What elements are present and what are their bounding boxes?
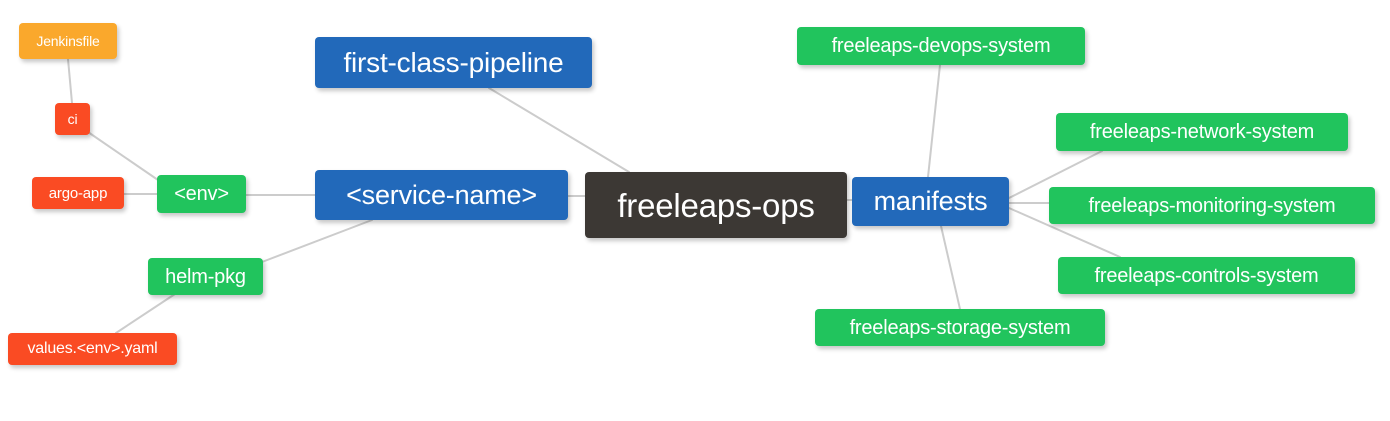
mindmap-node-jenkinsfile[interactable]: Jenkinsfile: [19, 23, 117, 59]
mindmap-node-label: ci: [67, 111, 78, 127]
edge-jenkinsfile-to-ci: [67, 58, 73, 104]
edge-manifests-to-freeleaps-storage-system: [940, 225, 961, 310]
mindmap-node-freeleaps-ops[interactable]: freeleaps-ops: [585, 172, 847, 238]
mindmap-node-label: first-class-pipeline: [343, 46, 564, 78]
mindmap-node-ci[interactable]: ci: [55, 103, 90, 135]
edge-first-class-pipeline-to-freeleaps-ops: [488, 87, 630, 173]
mindmap-node-label: helm-pkg: [165, 265, 246, 288]
mindmap-node-label: freeleaps-monitoring-system: [1088, 194, 1336, 217]
mindmap-node-values-env-yaml[interactable]: values.<env>.yaml: [8, 333, 177, 365]
mindmap-node-env[interactable]: <env>: [157, 175, 246, 213]
mindmap-node-helm-pkg[interactable]: helm-pkg: [148, 258, 263, 295]
mindmap-node-label: argo-app: [48, 184, 108, 202]
mindmap-node-freeleaps-storage-system[interactable]: freeleaps-storage-system: [815, 309, 1105, 346]
mindmap-node-manifests[interactable]: manifests: [852, 177, 1009, 226]
edge-ci-to-env: [87, 131, 159, 181]
edge-manifests-to-freeleaps-devops-system: [927, 64, 941, 178]
mindmap-node-freeleaps-monitoring-system[interactable]: freeleaps-monitoring-system: [1049, 187, 1375, 224]
mindmap-node-label: freeleaps-storage-system: [849, 316, 1071, 339]
mindmap-node-first-class-pipeline[interactable]: first-class-pipeline: [315, 37, 592, 88]
mindmap-node-label: freeleaps-controls-system: [1094, 264, 1319, 287]
edge-helm-pkg-to-service-name: [261, 219, 373, 263]
mindmap-node-argo-app[interactable]: argo-app: [32, 177, 124, 209]
mindmap-node-freeleaps-network-system[interactable]: freeleaps-network-system: [1056, 113, 1348, 151]
mindmap-node-freeleaps-controls-system[interactable]: freeleaps-controls-system: [1058, 257, 1355, 294]
mindmap-node-label: freeleaps-devops-system: [831, 35, 1051, 57]
mindmap-node-label: <env>: [174, 183, 229, 205]
mindmap-node-label: freeleaps-ops: [617, 186, 815, 224]
mindmap-node-label: <service-name>: [346, 179, 537, 210]
mindmap-node-label: manifests: [873, 186, 988, 216]
mindmap-node-label: freeleaps-network-system: [1089, 121, 1315, 143]
edge-values-env-yaml-to-helm-pkg: [115, 293, 176, 334]
mindmap-node-freeleaps-devops-system[interactable]: freeleaps-devops-system: [797, 27, 1085, 65]
mindmap-node-label: values.<env>.yaml: [27, 340, 158, 357]
mindmap-node-label: Jenkinsfile: [36, 33, 100, 49]
mindmap-node-service-name[interactable]: <service-name>: [315, 170, 568, 220]
